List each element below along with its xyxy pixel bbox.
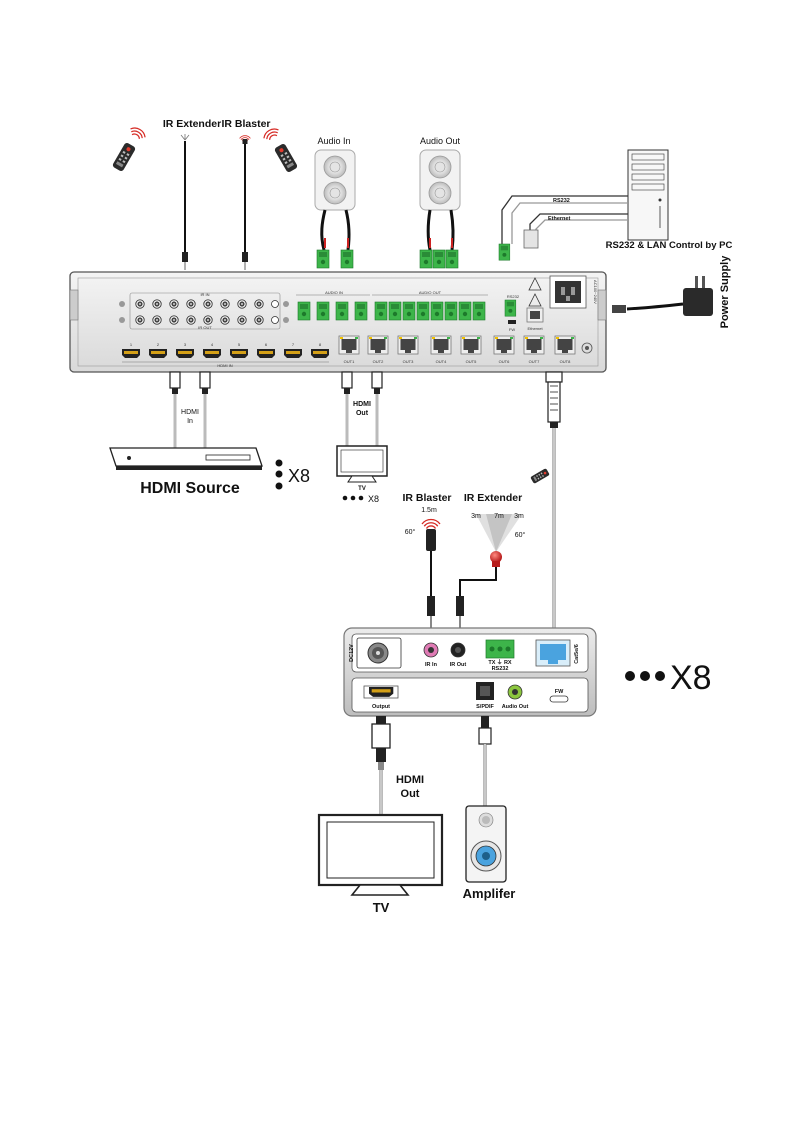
blaster-length-label: 1.5m (421, 507, 437, 514)
matrix-rs232-label: RS232 (507, 294, 520, 299)
power-supply-label: Power Supply (719, 255, 731, 329)
matrix-hdmi-inputs (122, 349, 329, 363)
blaster-angle-label: 60° (405, 528, 416, 536)
svg-text:2: 2 (157, 342, 160, 347)
hdmi-in-cables (169, 371, 211, 448)
svg-text:4: 4 (211, 342, 214, 347)
hdmi-in-cable-label-2: In (187, 418, 193, 425)
hdbt-cable (545, 371, 563, 632)
svg-text:OUT7: OUT7 (529, 359, 540, 364)
ir-extender-rx-label: IR Extender (464, 492, 522, 504)
pc-control-label: RS232 & LAN Control by PC (606, 240, 733, 251)
matrix-ir-in-label: IR IN (200, 292, 209, 297)
matrix-power-label: AC100~240V (593, 280, 598, 304)
matrix-audio-out-label: AUDIO OUT (419, 290, 442, 295)
hdmi-out-bottom-label-2: Out (401, 788, 420, 800)
rx-fw-label: FW (555, 689, 564, 695)
matrix-fw-label: FW (509, 327, 515, 332)
x8-tv-dots (342, 495, 364, 501)
svg-text:7: 7 (292, 342, 295, 347)
amplifier-label: Amplifer (463, 886, 516, 901)
rs232-ethernet-links (498, 195, 628, 261)
ir-jack-grid (129, 292, 281, 330)
power-adapter (612, 276, 713, 316)
x8-source-dots (275, 459, 283, 490)
matrix-audio-in-label: AUDIO IN (325, 290, 343, 295)
tv-bottom (317, 813, 444, 896)
matrix-hdbt-outputs (338, 335, 593, 355)
svg-text:8: 8 (319, 342, 322, 347)
remote-right-icon (261, 125, 299, 174)
hdmi-out-cable-label-1: HDMI (353, 401, 371, 408)
matrix-switcher (69, 271, 607, 373)
svg-text:3: 3 (184, 342, 187, 347)
x8-receiver-label: X8 (670, 659, 712, 697)
x8-tv-label: X8 (368, 494, 379, 504)
svg-text:OUT5: OUT5 (466, 359, 477, 364)
audio-in-speaker (314, 149, 356, 269)
ir-blaster-rx (421, 518, 441, 634)
svg-text:5: 5 (238, 342, 241, 347)
audio-out-label: Audio Out (420, 136, 461, 146)
svg-text:6: 6 (265, 342, 268, 347)
rx-dc-label: DC12V (349, 644, 355, 662)
matrix-ir-out-label: IR OUT (198, 325, 212, 330)
svg-text:OUT8: OUT8 (560, 359, 571, 364)
rx-ir-in-label: IR In (425, 662, 438, 668)
pc-tower (627, 149, 669, 241)
remote-left-icon (111, 124, 148, 173)
small-tv (336, 445, 388, 483)
rx-spdif-label: S/PDIF (476, 704, 494, 710)
small-tv-label: TV (358, 486, 366, 492)
matrix-control-ports (504, 275, 587, 324)
ir-extender-remote-icon (530, 468, 550, 484)
ir-extender-top-label: IR Extender (163, 118, 221, 130)
ir-blaster-rx-label: IR Blaster (402, 492, 451, 504)
ext-3m-right-label: 3m (514, 513, 524, 520)
x8-receiver-dots (625, 671, 665, 681)
svg-text:OUT6: OUT6 (499, 359, 510, 364)
matrix-hdmi-numbers: 1 2 3 4 5 6 7 8 (130, 342, 322, 347)
ext-7m-label: 7m (494, 513, 504, 520)
ir-extender-rx (456, 514, 522, 634)
ir-blaster-cable (239, 135, 251, 270)
spdif-cable (478, 716, 492, 806)
matrix-hdbt-labels: OUT1 OUT2 OUT3 OUT4 OUT5 OUT6 OUT7 OUT8 (344, 359, 571, 364)
amplifier (465, 805, 507, 883)
audio-in-label: Audio In (317, 136, 350, 146)
hdbt-receiver (343, 627, 597, 717)
rx-hdmi-out-cable (371, 716, 391, 815)
hdmi-in-cable-label-1: HDMI (181, 409, 199, 416)
rx-audio-out-label: Audio Out (502, 704, 529, 710)
svg-text:OUT3: OUT3 (403, 359, 414, 364)
rx-rs232-label: RS232 (492, 666, 509, 672)
x8-source-label: X8 (288, 466, 310, 486)
svg-text:OUT2: OUT2 (373, 359, 384, 364)
ir-extender-cable (180, 134, 190, 270)
audio-out-speaker (419, 149, 461, 269)
svg-text:OUT4: OUT4 (436, 359, 447, 364)
ir-blaster-top-label: IR Blaster (221, 118, 270, 130)
rs232-link-label: RS232 (553, 198, 570, 204)
ethernet-link-label: Ethernet (548, 216, 570, 222)
rx-ir-out-label: IR Out (450, 662, 467, 668)
svg-text:1: 1 (130, 342, 133, 347)
ext-3m-left-label: 3m (471, 513, 481, 520)
hdmi-source-label: HDMI Source (140, 480, 240, 497)
svg-text:OUT1: OUT1 (344, 359, 355, 364)
matrix-ethernet-label: Ethernet (527, 326, 543, 331)
matrix-hdmi-in-label: HDMI IN (217, 363, 232, 368)
hdmi-out-cables (341, 371, 383, 446)
tv-bottom-label: TV (373, 900, 390, 915)
rx-hdbt-label: Cat5e/6 (574, 644, 580, 664)
hdmi-source-box (109, 447, 263, 470)
matrix-audio-terminals (296, 294, 488, 321)
hdmi-out-cable-label-2: Out (356, 410, 369, 417)
ext-angle-label: 60° (515, 531, 526, 539)
rx-output-label: Output (372, 704, 390, 710)
hdmi-out-bottom-label-1: HDMI (396, 774, 424, 786)
rx-rs232-pins-label: TX ⏚ RX (488, 659, 512, 666)
